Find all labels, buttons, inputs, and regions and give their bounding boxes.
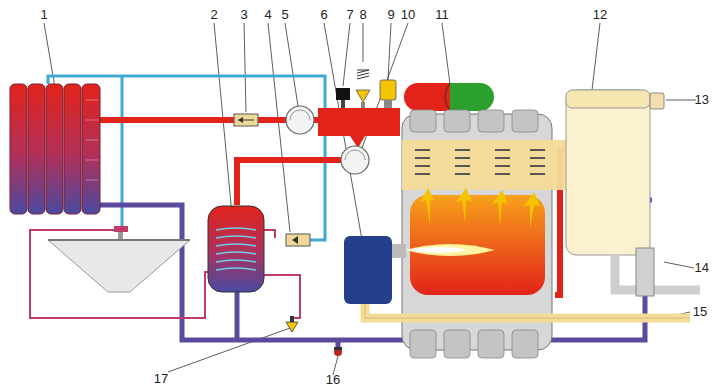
callout-number: 3 — [240, 8, 247, 22]
callout-number: 6 — [320, 8, 327, 22]
callout-number: 13 — [695, 93, 709, 107]
callout-number: 14 — [695, 261, 709, 275]
callout-number: 16 — [326, 373, 340, 387]
callout-number: 4 — [264, 8, 271, 22]
callout-number: 11 — [435, 8, 449, 22]
callout-number: 2 — [210, 8, 217, 22]
callout-number: 7 — [346, 8, 353, 22]
callout-number: 17 — [154, 372, 168, 386]
callout-number: 15 — [693, 305, 707, 319]
callout-number: 9 — [387, 8, 394, 22]
callout-number: 5 — [281, 8, 288, 22]
callout-number: 12 — [593, 8, 607, 22]
callout-number: 1 — [40, 8, 47, 22]
callout-number: 10 — [401, 8, 415, 22]
radiator — [10, 84, 100, 214]
callout-number: 8 — [359, 8, 366, 22]
